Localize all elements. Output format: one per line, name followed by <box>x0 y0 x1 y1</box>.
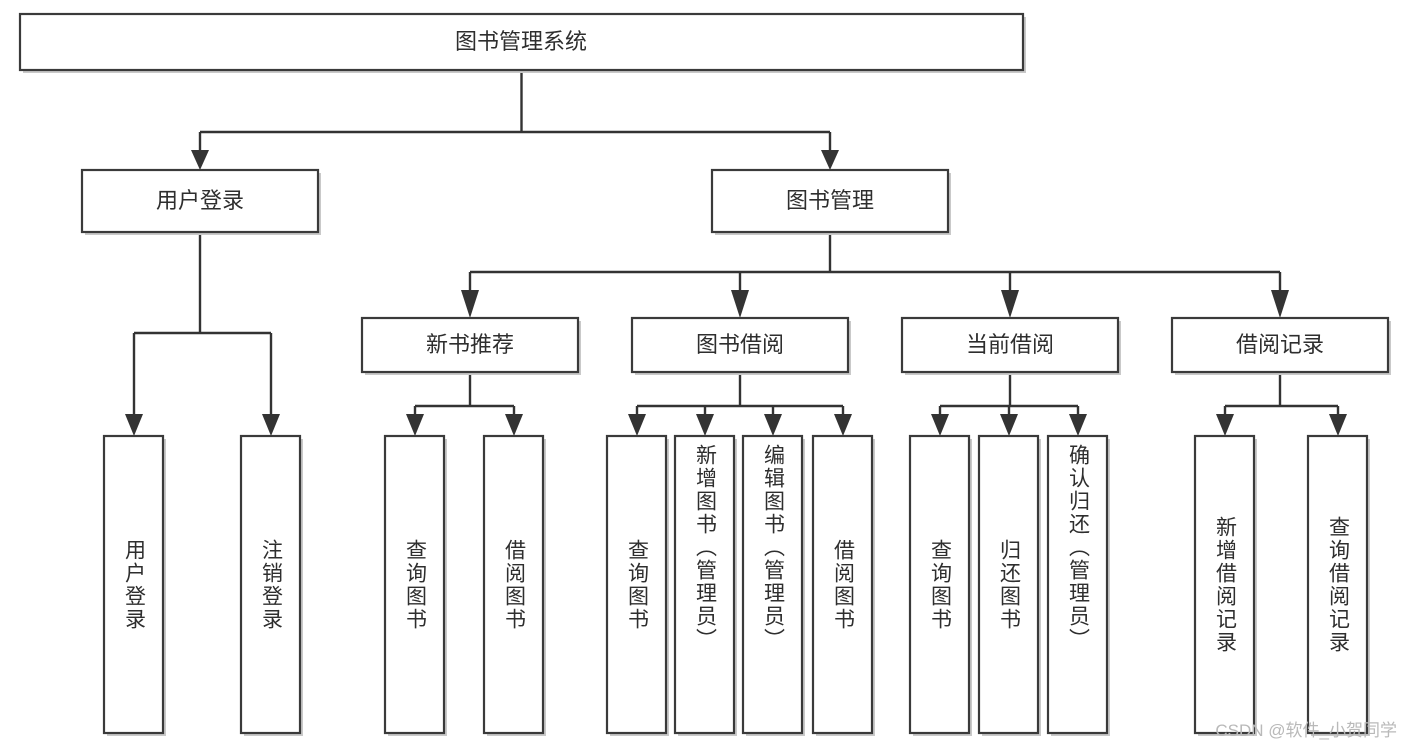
arrow-leaf-return-book <box>1000 414 1018 436</box>
connectors <box>125 70 1347 436</box>
leaf-boxes <box>102 434 1370 736</box>
node-leaf-add-book[interactable] <box>673 434 737 736</box>
arrow-leaf-edit-book <box>764 414 782 436</box>
node-leaf-return-book[interactable] <box>977 434 1041 736</box>
node-leaf-borrow-book-2[interactable] <box>811 434 875 736</box>
node-leaf-user-logout-box <box>239 434 302 735</box>
node-leaf-edit-book[interactable] <box>741 434 805 736</box>
node-leaf-user-login-box <box>102 434 165 735</box>
node-leaf-user-login[interactable] <box>102 434 166 736</box>
arrow-current-borrow <box>1001 290 1019 318</box>
arrow-user-login <box>191 150 209 170</box>
node-book-borrow-label: 图书借阅 <box>696 332 784 357</box>
node-leaf-add-borrow-record-box <box>1193 434 1256 735</box>
arrow-leaf-confirm-return <box>1069 414 1087 436</box>
node-leaf-borrow-book-2-box <box>811 434 874 735</box>
arrow-leaf-user-login <box>125 414 143 436</box>
node-book-manage-box <box>710 168 950 234</box>
arrow-leaf-query-book-1 <box>406 414 424 436</box>
node-current-borrow[interactable]: 当前借阅 <box>900 316 1121 375</box>
node-leaf-borrow-book-1[interactable] <box>482 434 546 736</box>
node-leaf-confirm-return[interactable] <box>1046 434 1110 736</box>
node-leaf-query-book-2-box <box>605 434 668 735</box>
csdn-watermark: CSDN @软件_小贺同学 <box>1215 721 1397 740</box>
arrow-leaf-query-book-3 <box>931 414 949 436</box>
node-leaf-borrow-book-1-box <box>482 434 545 735</box>
node-book-borrow[interactable]: 图书借阅 <box>630 316 851 375</box>
node-new-book-rec-box <box>360 316 580 374</box>
node-borrow-record-box <box>1170 316 1390 374</box>
arrow-leaf-query-borrow-record <box>1329 414 1347 436</box>
node-user-login-box <box>80 168 320 234</box>
arrow-borrow-record <box>1271 290 1289 318</box>
node-root[interactable]: 图书管理系统 <box>18 12 1026 73</box>
node-leaf-edit-book-box <box>741 434 804 735</box>
node-leaf-query-borrow-record[interactable] <box>1306 434 1370 736</box>
node-root-label: 图书管理系统 <box>455 29 587 54</box>
node-leaf-confirm-return-box <box>1046 434 1109 735</box>
node-leaf-query-book-1-box <box>383 434 446 735</box>
arrow-book-manage <box>821 150 839 170</box>
arrow-leaf-add-borrow-record <box>1216 414 1234 436</box>
node-leaf-query-book-3-box <box>908 434 971 735</box>
arrow-new-book-rec <box>461 290 479 318</box>
node-current-borrow-box <box>900 316 1120 374</box>
node-leaf-add-borrow-record[interactable] <box>1193 434 1257 736</box>
node-borrow-record-label: 借阅记录 <box>1236 332 1324 357</box>
node-leaf-add-book-box <box>673 434 736 735</box>
node-leaf-query-book-1[interactable] <box>383 434 447 736</box>
arrow-leaf-query-book-2 <box>628 414 646 436</box>
arrow-leaf-borrow-book-1 <box>505 414 523 436</box>
arrow-leaf-borrow-book-2 <box>834 414 852 436</box>
node-book-borrow-box <box>630 316 850 374</box>
node-new-book-rec[interactable]: 新书推荐 <box>360 316 581 375</box>
node-current-borrow-label: 当前借阅 <box>966 332 1054 357</box>
node-leaf-query-borrow-record-box <box>1306 434 1369 735</box>
arrow-leaf-add-book <box>696 414 714 436</box>
node-book-manage[interactable]: 图书管理 <box>710 168 951 235</box>
arrow-book-borrow <box>731 290 749 318</box>
node-borrow-record[interactable]: 借阅记录 <box>1170 316 1391 375</box>
node-new-book-rec-label: 新书推荐 <box>426 332 514 357</box>
node-leaf-user-logout[interactable] <box>239 434 303 736</box>
node-user-login-label: 用户登录 <box>156 188 244 213</box>
node-leaf-query-book-2[interactable] <box>605 434 669 736</box>
node-leaf-return-book-box <box>977 434 1040 735</box>
node-leaf-query-book-3[interactable] <box>908 434 972 736</box>
node-book-manage-label: 图书管理 <box>786 188 874 213</box>
node-user-login[interactable]: 用户登录 <box>80 168 321 235</box>
node-root-box <box>18 12 1025 72</box>
arrow-leaf-user-logout <box>262 414 280 436</box>
